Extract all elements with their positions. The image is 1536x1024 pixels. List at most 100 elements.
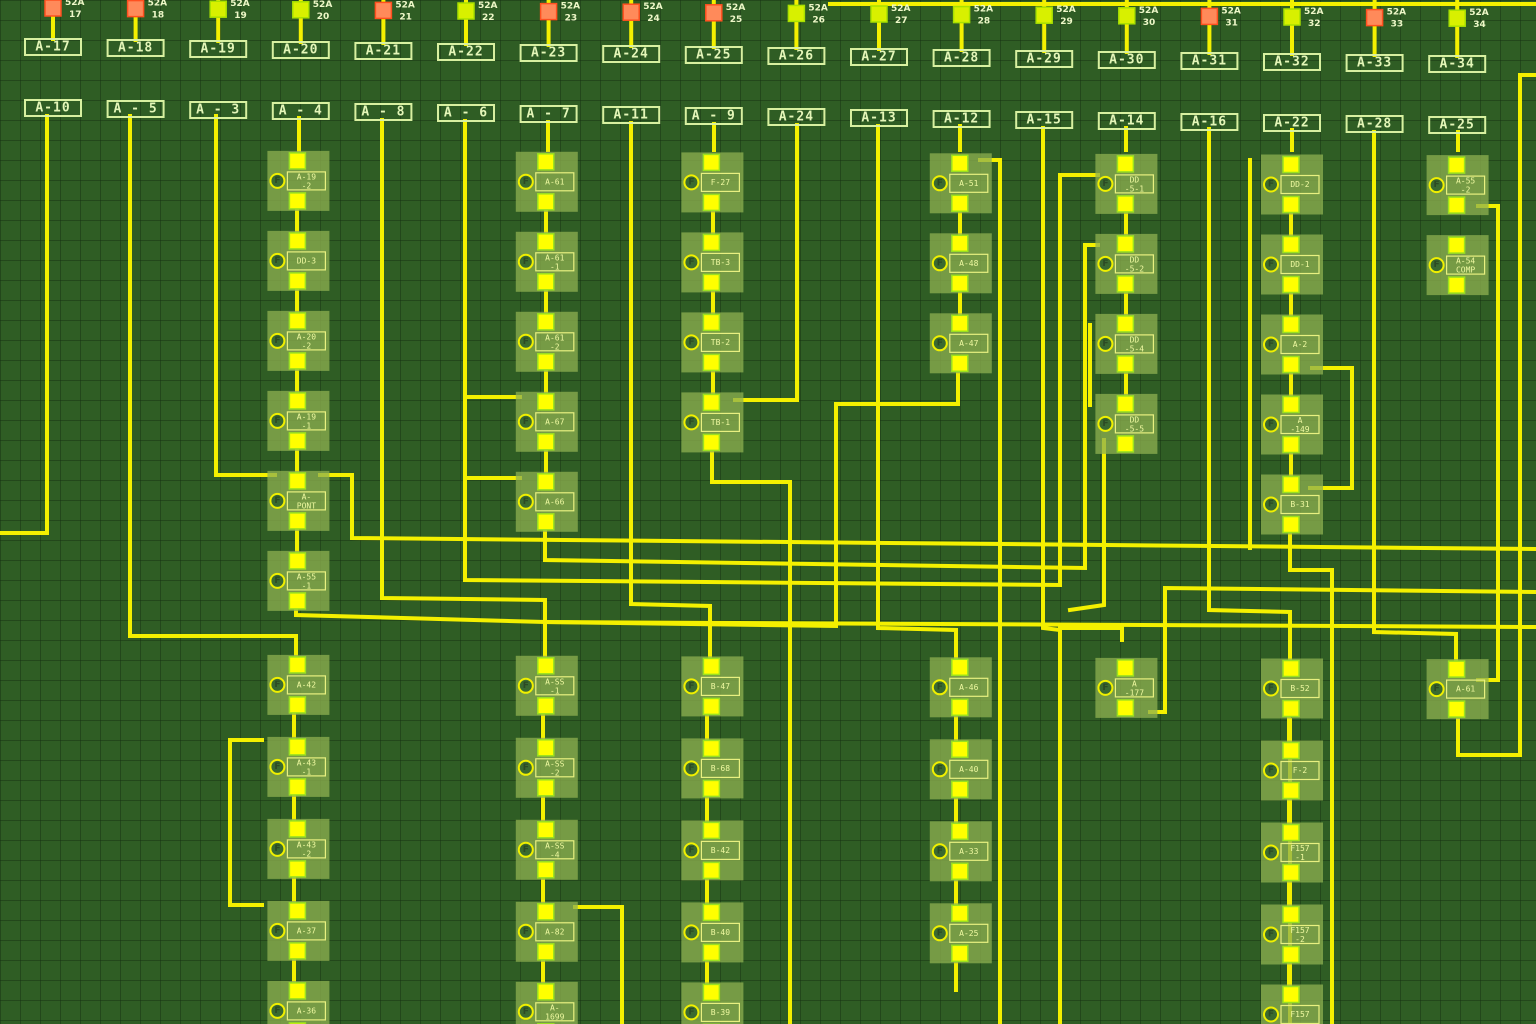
output-terminal-icon[interactable] — [288, 1022, 307, 1024]
upper-feeder-label[interactable]: A-26 — [767, 47, 826, 65]
lower-feeder-label[interactable]: A - 9 — [684, 107, 743, 125]
input-terminal-icon[interactable] — [288, 312, 307, 330]
input-terminal-icon[interactable] — [1282, 905, 1300, 924]
input-terminal-icon[interactable] — [951, 904, 969, 923]
input-terminal-icon[interactable] — [288, 738, 307, 756]
input-terminal-icon[interactable] — [537, 983, 555, 1001]
breaker-status-icon[interactable] — [1200, 7, 1219, 26]
breaker-status-icon[interactable] — [209, 0, 227, 18]
fault-indicator-icon[interactable] — [931, 335, 948, 352]
output-terminal-icon[interactable] — [1282, 195, 1300, 214]
fault-indicator-icon[interactable] — [1263, 680, 1279, 697]
input-terminal-icon[interactable] — [537, 657, 555, 675]
upper-feeder-label[interactable]: A-19 — [189, 40, 248, 58]
lower-feeder-label[interactable]: A-12 — [932, 110, 991, 128]
fault-indicator-icon[interactable] — [517, 333, 534, 350]
breaker-status-icon[interactable] — [457, 2, 475, 20]
fault-indicator-icon[interactable] — [1263, 336, 1279, 353]
output-terminal-icon[interactable] — [702, 861, 721, 880]
output-terminal-icon[interactable] — [537, 273, 555, 291]
fault-indicator-icon[interactable] — [1263, 176, 1279, 193]
output-terminal-icon[interactable] — [537, 513, 555, 531]
upper-feeder-label[interactable]: A-18 — [106, 39, 165, 57]
fault-indicator-icon[interactable] — [269, 252, 286, 269]
input-terminal-icon[interactable] — [702, 657, 721, 676]
lower-feeder-label[interactable]: A - 8 — [354, 103, 413, 121]
fault-indicator-icon[interactable] — [269, 922, 286, 939]
output-terminal-icon[interactable] — [288, 512, 307, 530]
breaker-status-icon[interactable] — [787, 4, 806, 23]
upper-feeder-label[interactable]: A-30 — [1097, 51, 1156, 69]
upper-feeder-label[interactable]: A-32 — [1263, 53, 1321, 71]
output-terminal-icon[interactable] — [288, 778, 307, 796]
lower-feeder-label[interactable]: A-24 — [767, 108, 826, 126]
output-terminal-icon[interactable] — [288, 352, 307, 370]
input-terminal-icon[interactable] — [702, 983, 721, 1002]
fault-indicator-icon[interactable] — [683, 1004, 700, 1021]
input-terminal-icon[interactable] — [702, 393, 721, 412]
fault-indicator-icon[interactable] — [1263, 496, 1279, 513]
fault-indicator-icon[interactable] — [1428, 257, 1445, 274]
input-terminal-icon[interactable] — [951, 658, 969, 677]
output-terminal-icon[interactable] — [702, 273, 721, 292]
fault-indicator-icon[interactable] — [1263, 844, 1279, 861]
output-terminal-icon[interactable] — [951, 944, 969, 963]
input-terminal-icon[interactable] — [537, 473, 555, 491]
lower-feeder-label[interactable]: A-14 — [1097, 112, 1156, 130]
fault-indicator-icon[interactable] — [517, 759, 534, 776]
breaker-status-icon[interactable] — [1035, 6, 1053, 24]
input-terminal-icon[interactable] — [537, 739, 555, 757]
lower-feeder-label[interactable]: A-28 — [1345, 115, 1404, 133]
output-terminal-icon[interactable] — [1282, 355, 1300, 374]
output-terminal-icon[interactable] — [1282, 863, 1300, 882]
input-terminal-icon[interactable] — [1282, 235, 1300, 254]
lower-feeder-label[interactable]: A - 5 — [106, 100, 165, 118]
fault-indicator-icon[interactable] — [1263, 416, 1279, 433]
fault-indicator-icon[interactable] — [269, 412, 286, 429]
input-terminal-icon[interactable] — [537, 821, 555, 839]
input-terminal-icon[interactable] — [702, 313, 721, 332]
output-terminal-icon[interactable] — [702, 433, 721, 452]
input-terminal-icon[interactable] — [537, 153, 555, 171]
output-terminal-icon[interactable] — [1282, 515, 1300, 534]
output-terminal-icon[interactable] — [288, 942, 307, 960]
output-terminal-icon[interactable] — [1447, 700, 1466, 718]
input-terminal-icon[interactable] — [1282, 659, 1300, 678]
fault-indicator-icon[interactable] — [931, 255, 948, 272]
input-terminal-icon[interactable] — [537, 393, 555, 411]
fault-indicator-icon[interactable] — [683, 334, 700, 351]
input-terminal-icon[interactable] — [288, 472, 307, 490]
breaker-status-icon[interactable] — [374, 1, 393, 20]
